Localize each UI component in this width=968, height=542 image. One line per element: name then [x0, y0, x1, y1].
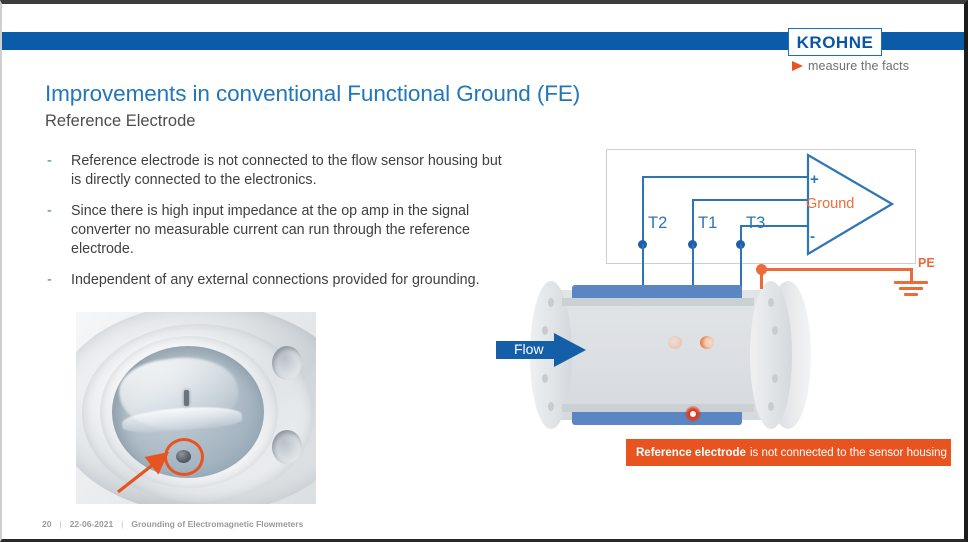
op-amp-symbol: [806, 153, 895, 256]
bullet-marker: -: [47, 203, 52, 219]
pe-wire-vertical: [760, 269, 763, 289]
footer-deck-title: Grounding of Electromagnetic Flowmeters: [131, 519, 304, 529]
flange-bolt: [768, 402, 774, 411]
annotation-arrow-icon: [117, 452, 170, 494]
bore-slot: [184, 390, 189, 406]
wire-t1-horizontal: [692, 199, 808, 201]
flange-bolt-hole: [272, 346, 302, 380]
header-blue-bar: [2, 32, 964, 50]
footer-page-number: 20: [42, 519, 52, 529]
slide-footer: 20 | 22-06-2021 | Grounding of Electroma…: [42, 519, 303, 529]
tube-body: [550, 290, 770, 420]
wire-t3-vertical: [740, 225, 742, 244]
pe-ground-bar-2: [899, 287, 923, 290]
footer-separator: |: [59, 519, 62, 529]
brand-tagline: measure the facts: [792, 57, 952, 75]
flow-sensor-tube: Flow: [496, 276, 811, 436]
terminal-label-t2: T2: [648, 214, 668, 232]
op-amp-ground-label: Ground: [806, 196, 855, 212]
terminal-label-t3: T3: [746, 214, 766, 232]
terminal-label-t1: T1: [698, 214, 718, 232]
wire-t2-vertical: [642, 176, 644, 244]
footer-date: 22-06-2021: [69, 519, 114, 529]
measuring-electrode-right: [700, 336, 714, 349]
field-coil-top: [572, 285, 742, 298]
diagram-caption-banner: Reference electrode is not connected to …: [626, 439, 951, 466]
caption-normal-text: is not connected to the sensor housing: [749, 446, 947, 459]
flange-bolt: [772, 326, 778, 335]
bullet-text: Reference electrode is not connected to …: [71, 153, 502, 188]
krohne-logo: KROHNE: [788, 28, 882, 56]
op-amp-plus-label: +: [810, 171, 819, 188]
flange-bolt: [542, 326, 548, 335]
tube-top-bracket: [562, 298, 754, 306]
op-amp-minus-label: -: [810, 228, 815, 245]
bullet-list: - Reference electrode is not connected t…: [44, 152, 514, 302]
field-coil-bottom: [572, 412, 742, 425]
flange-bolt: [548, 402, 554, 411]
page-title: Improvements in conventional Functional …: [45, 81, 581, 106]
flange-bolt-hole: [272, 430, 302, 464]
pe-ground-bar-1: [894, 281, 928, 284]
flange-bolt: [542, 374, 548, 383]
pe-label: PE: [918, 256, 935, 270]
page-subtitle: Reference Electrode: [45, 112, 196, 130]
bullet-marker: -: [47, 153, 52, 169]
wire-t3-horizontal: [740, 225, 808, 227]
pe-ground-bar-3: [904, 293, 918, 296]
converter-enclosure-box: [606, 149, 916, 264]
flowmeter-flange-photo: [76, 312, 316, 504]
bullet-item: - Independent of any external connection…: [44, 271, 514, 290]
wire-t1-vertical: [692, 199, 694, 244]
caption-bold-text: Reference electrode: [636, 446, 746, 459]
sensor-circuit-diagram: + - Ground T2 T1 T3: [490, 144, 960, 474]
footer-separator: |: [121, 519, 124, 529]
bullet-marker: -: [47, 272, 52, 288]
tube-bottom-bracket: [562, 404, 754, 412]
flange-bolt: [548, 298, 554, 307]
bullet-text: Independent of any external connections …: [71, 272, 480, 288]
flange-bolt: [768, 298, 774, 307]
triangle-bullet-icon: [792, 61, 803, 71]
bullet-item: - Reference electrode is not connected t…: [44, 152, 514, 190]
measuring-electrode-left: [668, 336, 682, 349]
pe-wire-horizontal: [760, 268, 912, 271]
pe-wire-drop: [910, 268, 913, 282]
bullet-text: Since there is high input impedance at t…: [71, 203, 470, 257]
flow-label: Flow: [514, 341, 544, 357]
wire-t2-horizontal: [642, 176, 808, 178]
bullet-item: - Since there is high input impedance at…: [44, 202, 514, 259]
flow-arrow-icon: [496, 333, 586, 367]
krohne-logo-text: KROHNE: [796, 32, 874, 52]
reference-electrode-core: [690, 411, 696, 417]
flange-bolt: [772, 374, 778, 383]
brand-tagline-text: measure the facts: [808, 59, 910, 73]
